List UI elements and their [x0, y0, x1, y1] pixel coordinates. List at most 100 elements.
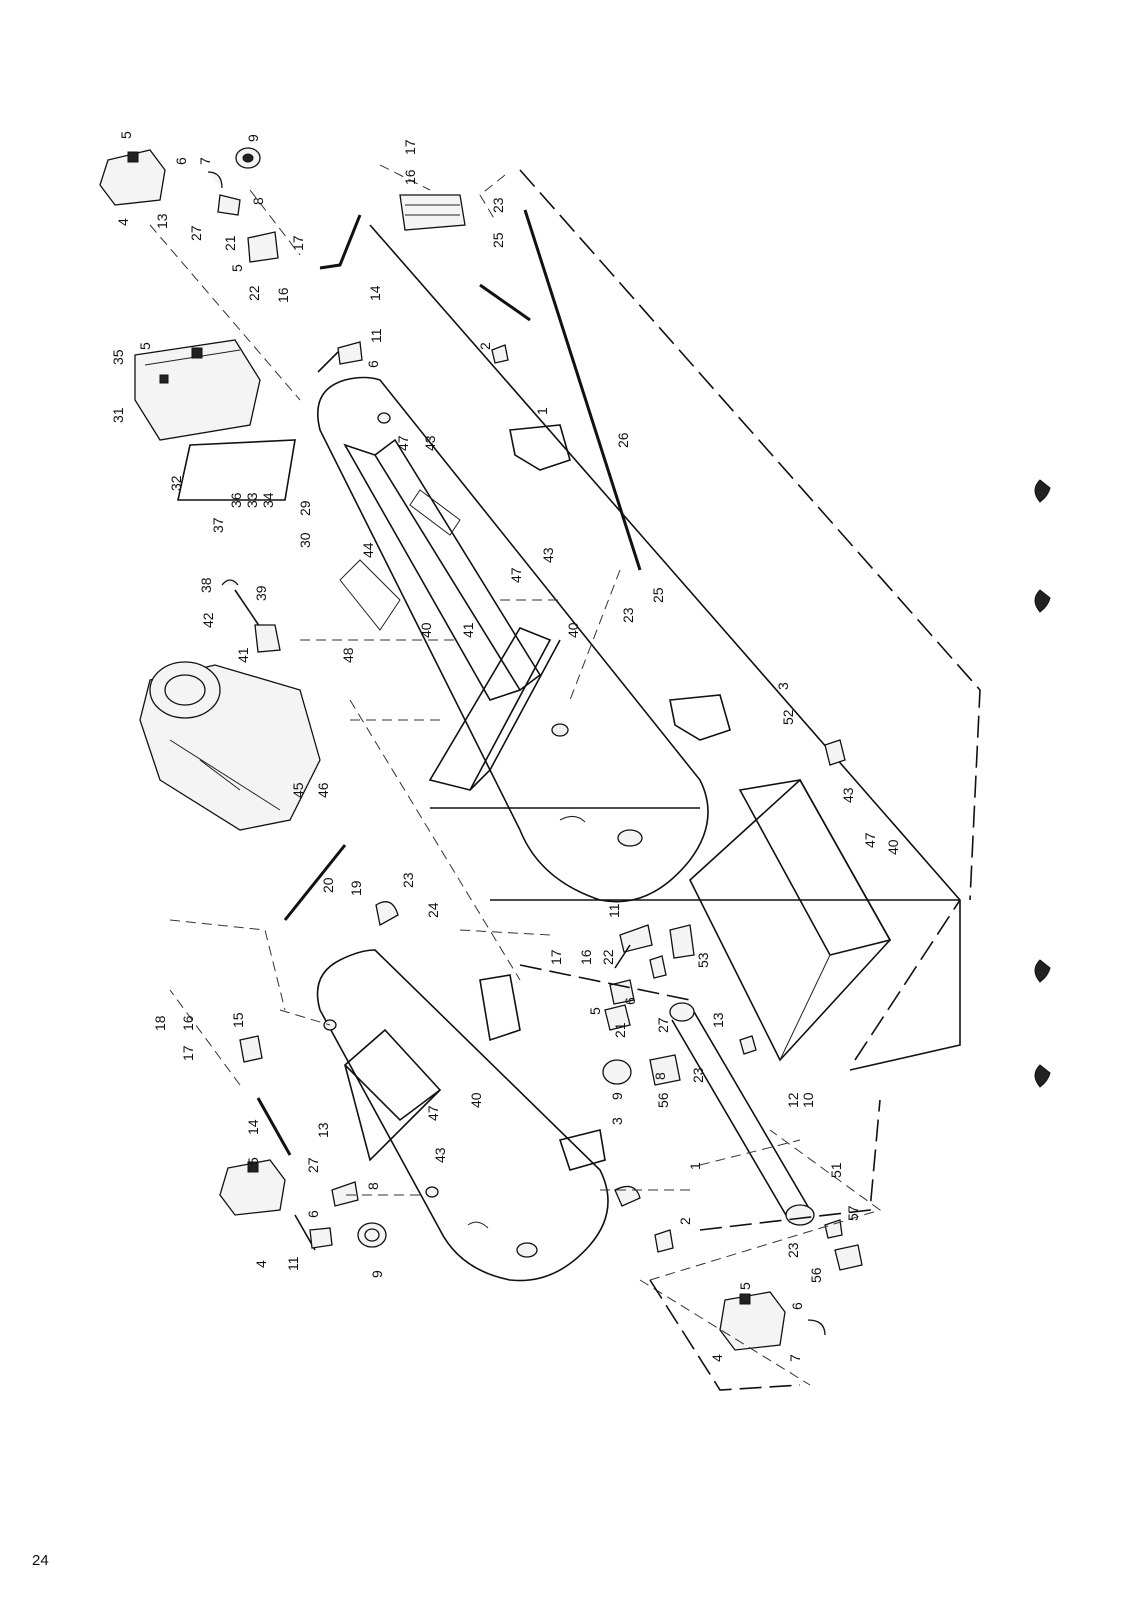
callout: 39	[253, 585, 269, 601]
callout: 48	[340, 647, 356, 663]
callout: 41	[235, 647, 251, 663]
callout: 45	[290, 782, 306, 798]
callout: 13	[710, 1012, 726, 1028]
callout: 3	[775, 682, 791, 690]
callout: 14	[367, 285, 383, 301]
lower-frame-plate	[689, 739, 892, 1062]
callout: 12	[785, 1092, 801, 1108]
callout: 4	[253, 1260, 269, 1268]
callout: 8	[365, 1182, 381, 1190]
callout: 56	[655, 1092, 671, 1108]
callout: 5	[245, 1157, 261, 1165]
callout: 6	[789, 1302, 805, 1310]
callout: 25	[490, 232, 506, 248]
callout: 29	[297, 500, 313, 516]
callout: 23	[620, 607, 636, 623]
callout: 21	[612, 1022, 628, 1038]
callout: 13	[154, 213, 170, 229]
callout: 41	[460, 622, 476, 638]
callout: 22	[600, 949, 616, 965]
callout: 27	[188, 225, 204, 241]
callout: 44	[360, 542, 376, 558]
callout: 11	[285, 1256, 301, 1271]
callout: 26	[615, 432, 631, 448]
callout: 30	[297, 532, 313, 548]
callout: 15	[230, 1012, 246, 1028]
valve-cluster-middle	[602, 924, 695, 1086]
callout: 2	[677, 1217, 693, 1225]
lever-assembly	[221, 579, 281, 653]
callout-labels: 5 6 7 9 4 13 27 8 21 5 22 16 17 35 5 31 …	[110, 131, 901, 1362]
callout: 35	[110, 349, 126, 365]
pressure-switch-top	[99, 147, 301, 401]
callout: 16	[275, 287, 291, 303]
pump-motor	[139, 661, 321, 831]
upper-tank-bracket	[339, 438, 561, 791]
callout: 9	[369, 1270, 385, 1278]
callout: 53	[695, 952, 711, 968]
page-number: 24	[32, 1552, 49, 1569]
callout: 23	[490, 197, 506, 213]
callout: 8	[652, 1072, 668, 1080]
binding-marks	[1034, 479, 1051, 1088]
callout: 5	[587, 1007, 603, 1015]
pressure-switch-bottom	[719, 1219, 863, 1351]
upper-tank	[316, 376, 709, 903]
callout: 11	[606, 903, 622, 918]
callout: 18	[152, 1015, 168, 1031]
callout: 2	[477, 342, 493, 350]
callout: 40	[418, 622, 434, 638]
callout: 21	[222, 235, 238, 251]
callout: 17	[402, 139, 418, 155]
callout: 36	[228, 492, 244, 508]
callout: 23	[400, 872, 416, 888]
callout: 46	[315, 782, 331, 798]
callout: 31	[110, 407, 126, 423]
callout: 32	[168, 475, 184, 491]
callout: 47	[862, 832, 878, 848]
callout: 8	[250, 197, 266, 205]
callout: 33	[244, 492, 260, 508]
lower-tank	[316, 949, 609, 1282]
callout: 20	[320, 877, 336, 893]
callout: 40	[468, 1092, 484, 1108]
callout: 47	[395, 435, 411, 451]
callout: 40	[885, 839, 901, 855]
callout: 14	[245, 1119, 261, 1135]
callout: 25	[650, 587, 666, 603]
lower-tank-bracket	[343, 974, 606, 1171]
callout: 57	[845, 1205, 861, 1221]
callout: 22	[246, 285, 262, 301]
callout: 16	[180, 1015, 196, 1031]
callout: 5	[229, 264, 245, 272]
lower-hoses	[239, 844, 674, 1253]
manifold-pipe	[669, 1002, 815, 1226]
callout: 37	[210, 517, 226, 533]
pressure-switch-lower	[219, 1159, 387, 1251]
callout: 16	[402, 169, 418, 185]
upper-frame-outline	[369, 169, 981, 1071]
control-panel	[134, 339, 296, 501]
callout: 34	[260, 492, 276, 508]
callout: 13	[315, 1122, 331, 1138]
callout: 27	[655, 1017, 671, 1033]
callout: 43	[540, 547, 556, 563]
callout: 6	[622, 997, 638, 1005]
assembly-guide-lines	[169, 569, 961, 1391]
callout: 6	[305, 1210, 321, 1218]
callout: 1	[534, 407, 550, 415]
callout: 11	[368, 328, 384, 343]
callout: 6	[173, 157, 189, 165]
callout: 17	[180, 1045, 196, 1061]
callout: 5	[737, 1282, 753, 1290]
callout: 40	[565, 622, 581, 638]
callout: 43	[840, 787, 856, 803]
callout: 38	[198, 577, 214, 593]
callout: 19	[348, 880, 364, 896]
callout: 16	[578, 949, 594, 965]
callout: 47	[508, 567, 524, 583]
callout: 4	[709, 1354, 725, 1362]
callout: 42	[200, 612, 216, 628]
callout: 6	[365, 360, 381, 368]
